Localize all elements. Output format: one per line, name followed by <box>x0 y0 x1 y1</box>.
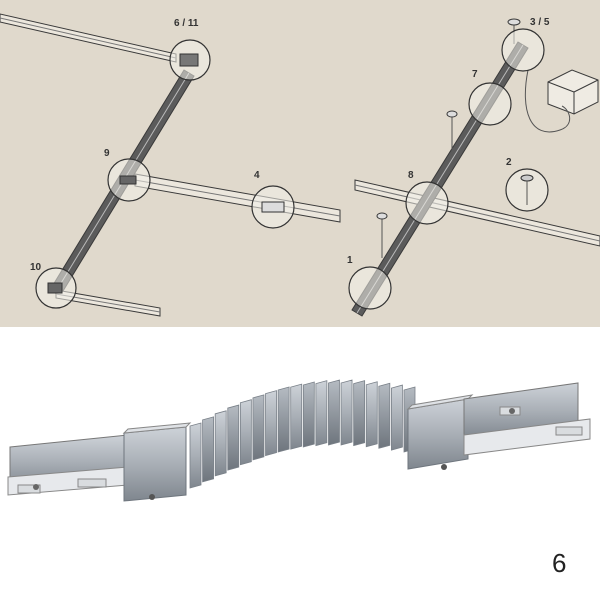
straight-connector-detail <box>261 201 285 213</box>
bellows-rib <box>265 390 277 457</box>
t-connector-detail <box>119 175 137 185</box>
callout-label-3-5: 3 / 5 <box>530 17 550 28</box>
callout-label-10: 10 <box>30 262 42 273</box>
corner-connector-detail <box>179 53 199 67</box>
bellows-rib <box>239 399 252 466</box>
diagram-background <box>0 0 600 327</box>
left-housing <box>122 422 192 502</box>
flexible-bellows <box>189 379 416 489</box>
installation-diagram: 6 / 11 9 4 10 3 / 5 7 2 8 1 <box>0 0 600 327</box>
callout-label-8: 8 <box>408 170 414 181</box>
callout-circle-1 <box>348 266 392 310</box>
bellows-rib <box>290 383 303 450</box>
bellows-rib <box>202 416 214 483</box>
callout-label-2: 2 <box>506 157 512 168</box>
bellows-rib <box>252 394 265 461</box>
callout-circle-3-5 <box>501 28 545 72</box>
callout-label-7: 7 <box>472 69 478 80</box>
callout-circle-7 <box>468 82 512 126</box>
bellows-rib <box>365 381 378 448</box>
bellows-rib <box>353 380 366 447</box>
callout-label-9: 9 <box>104 148 110 159</box>
page-number: 6 <box>552 548 567 578</box>
bellows-rib <box>328 379 340 446</box>
canopy-detail <box>520 174 534 182</box>
callout-label-6-11: 6 / 11 <box>174 18 199 29</box>
bellows-rib <box>315 380 328 447</box>
callout-circle-8 <box>405 181 449 225</box>
bellows-rib <box>340 379 353 446</box>
bellows-rib <box>214 410 227 477</box>
right-end-adapter <box>463 382 591 456</box>
end-feed-detail <box>47 282 63 294</box>
callout-label-4: 4 <box>254 170 260 181</box>
left-end-adapter <box>7 434 129 496</box>
bellows-rib <box>391 384 403 451</box>
callout-label-1: 1 <box>347 255 353 266</box>
bellows-rib <box>227 404 240 471</box>
right-housing <box>406 394 474 470</box>
bellows-rib <box>378 382 391 449</box>
bellows-rib <box>302 381 315 448</box>
bellows-rib <box>277 386 290 453</box>
flexible-track-connector-icon <box>7 379 591 502</box>
bellows-rib <box>189 422 202 489</box>
